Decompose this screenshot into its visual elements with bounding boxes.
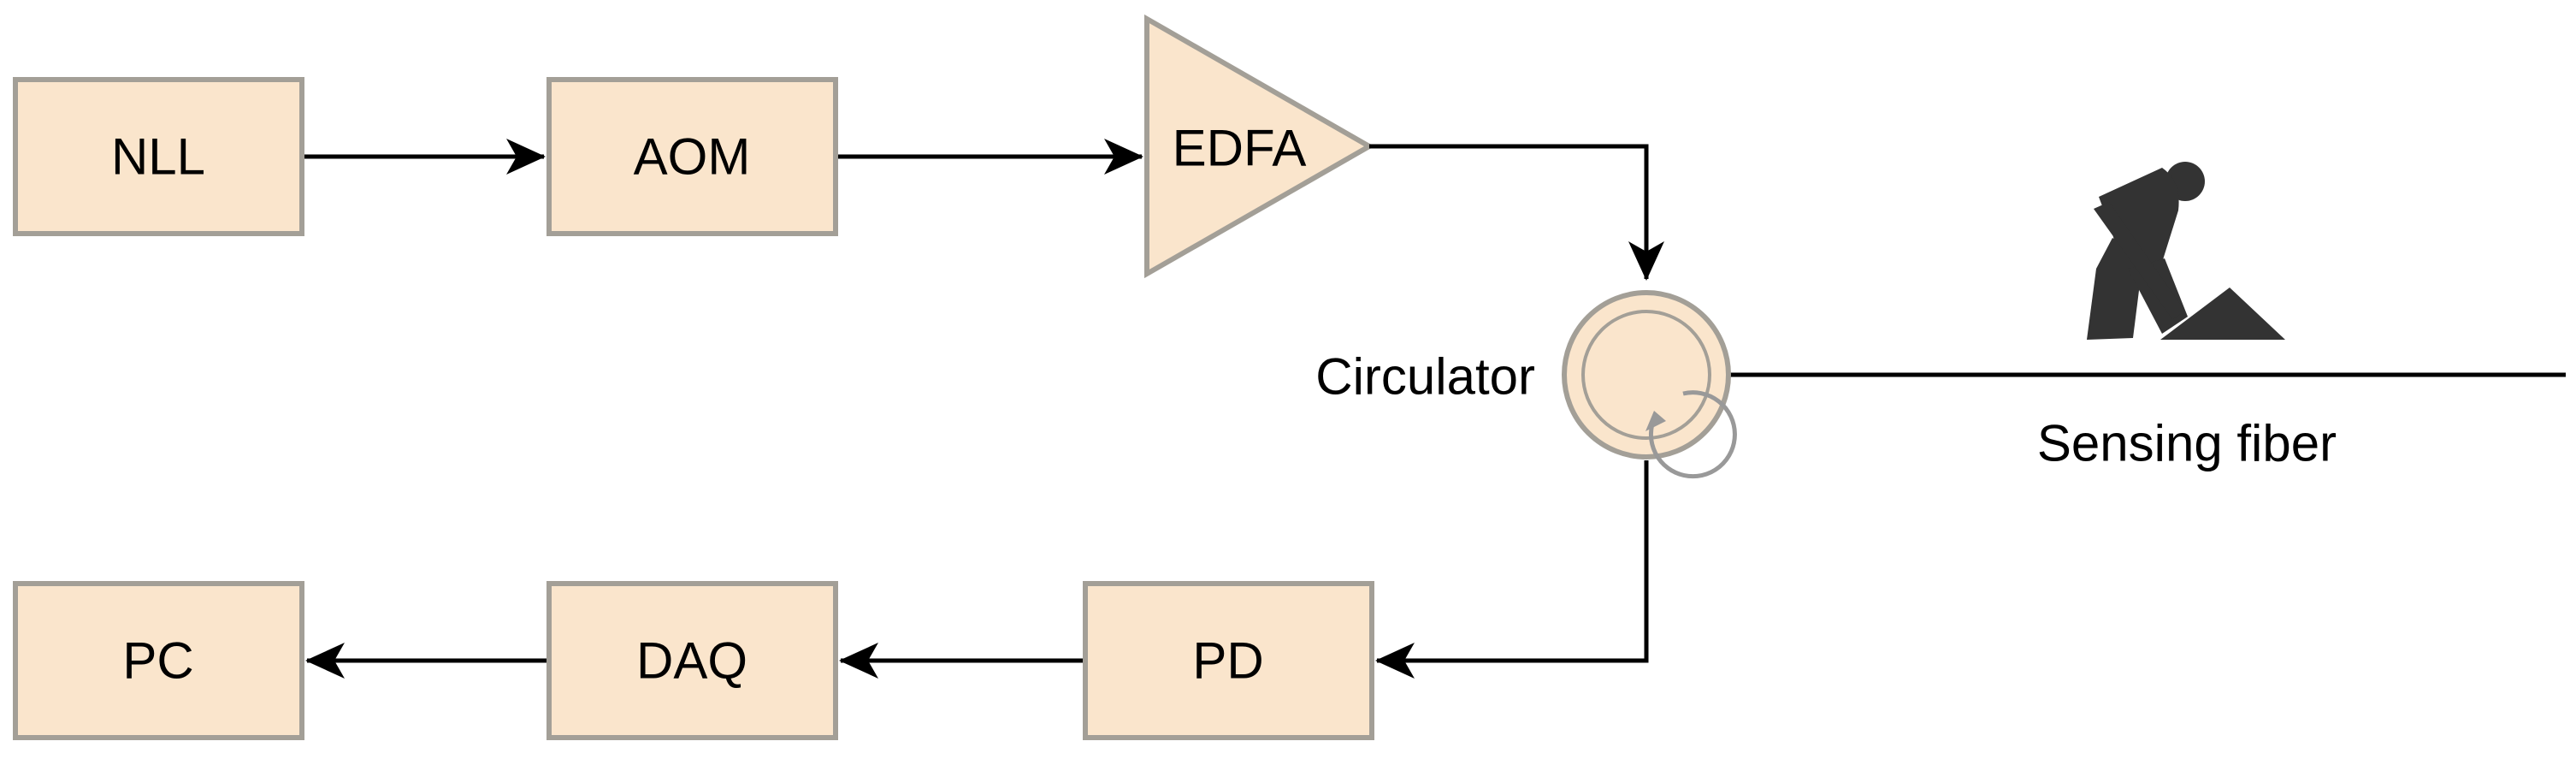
edfa-label: EDFA: [1173, 120, 1307, 177]
pc-box: [13, 581, 304, 740]
pc-label: PC: [122, 632, 193, 690]
circulator: [1562, 290, 1737, 479]
aom-box: [547, 77, 838, 236]
aom-label: AOM: [634, 128, 751, 186]
nll-block: NLL: [13, 77, 304, 236]
circulator-icon: [1581, 310, 1737, 479]
edfa-triangle: [1144, 14, 1375, 279]
pc-block: PC: [13, 581, 304, 740]
pd-block: PD: [1083, 581, 1374, 740]
sensing-fiber-label: Sensing fiber: [2037, 415, 2337, 472]
construction-worker-digging-icon: [2087, 162, 2285, 340]
daq-label: DAQ: [636, 632, 747, 690]
arrow-edfa-to-circulator: [1369, 144, 1664, 281]
daq-block: DAQ: [547, 581, 838, 740]
pd-box: [1083, 581, 1374, 740]
pd-label: PD: [1192, 632, 1263, 690]
nll-box: [13, 77, 304, 236]
aom-block: AOM: [547, 77, 838, 236]
circulator-label: Circulator: [1315, 348, 1535, 406]
edfa-amplifier: EDFA: [1144, 14, 1375, 279]
arrow-circulator-to-pd: [1375, 460, 1649, 679]
daq-box: [547, 581, 838, 740]
nll-label: NLL: [111, 128, 205, 186]
